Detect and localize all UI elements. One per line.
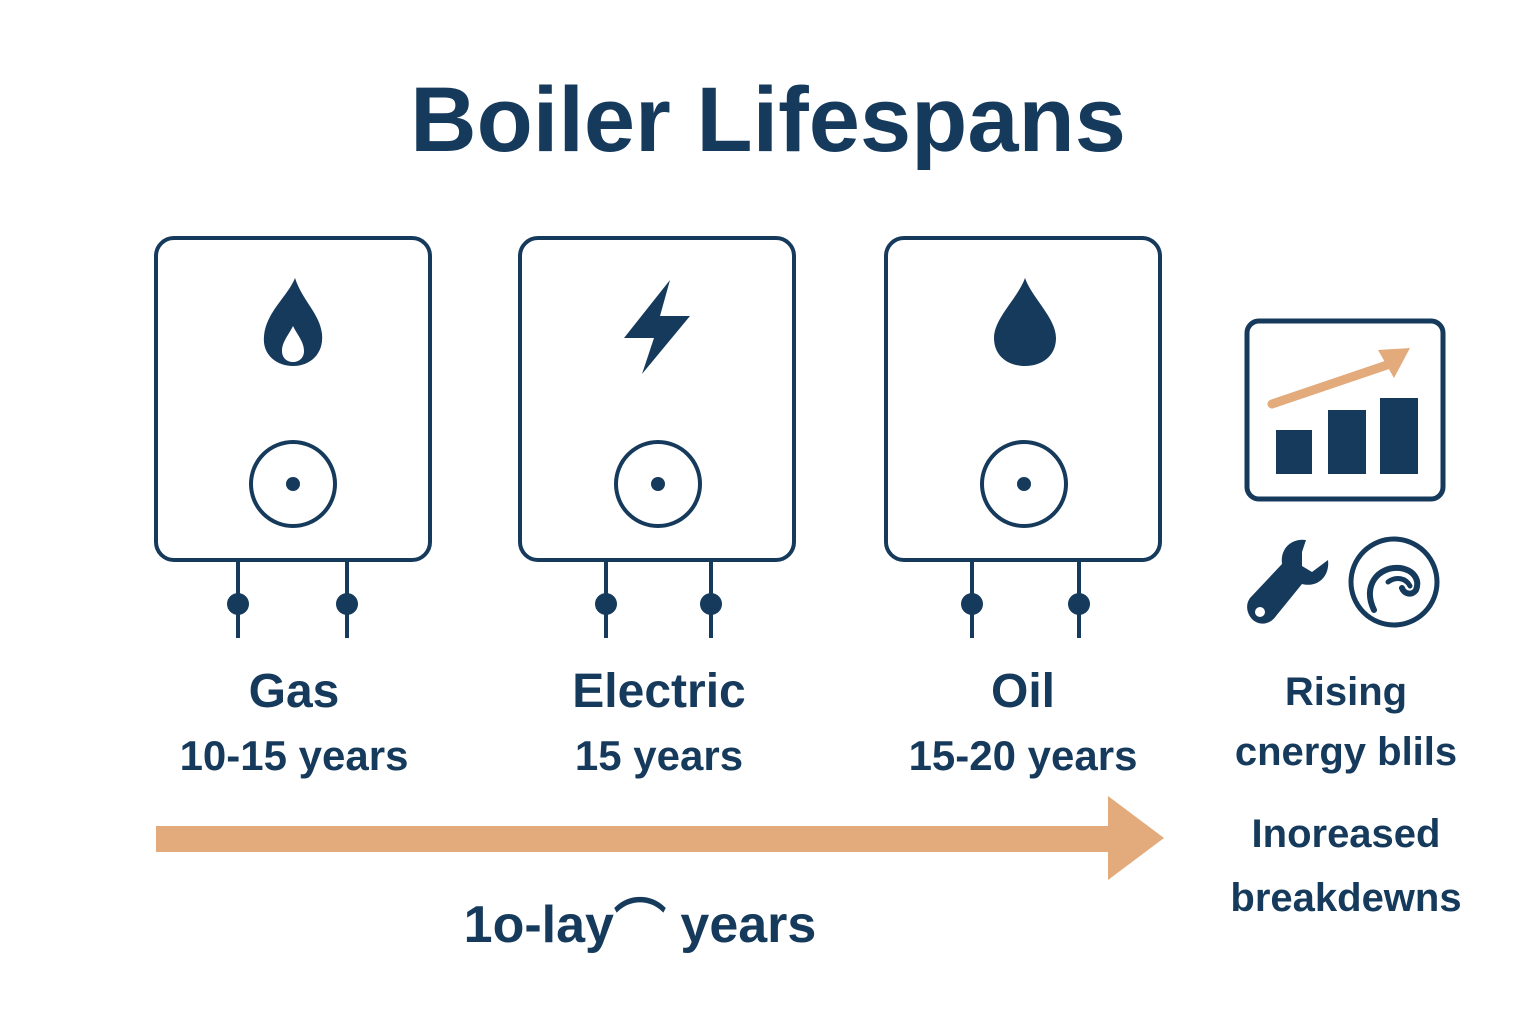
increased-label: Inoreased [1251,812,1441,856]
oil-drop-icon [994,278,1056,366]
boiler-oil-name: Oil [990,665,1055,718]
boiler-electric-name: Electric [572,665,746,718]
energy-bills-label: cnergy blils [1234,730,1458,774]
timeline-arrow [150,788,1170,889]
boiler-oil [884,236,1164,646]
breakdowns-label: breakdewns [1230,876,1462,920]
rising-label: Rising [1284,670,1408,714]
gas-flame-icon [263,278,323,366]
boiler-oil-outline [884,236,1162,638]
boiler-gas [154,236,434,646]
boiler-electric [518,236,798,646]
timeline-label: 1o-lay⌒ years [463,896,817,954]
rising-bar-chart-icon [1244,318,1448,509]
lightning-bolt-icon [624,280,690,374]
boiler-electric-years: 15 years [574,732,744,779]
wrench-icon [1240,534,1332,635]
boiler-gas-outline [154,236,432,638]
boiler-electric-outline [518,236,796,638]
boiler-gas-years: 10-15 years [179,732,409,779]
page-title: Boiler Lifespans [410,69,1126,171]
gauge-icon [1344,534,1444,635]
boiler-gas-name: Gas [248,665,340,718]
boiler-oil-years: 15-20 years [908,732,1138,779]
